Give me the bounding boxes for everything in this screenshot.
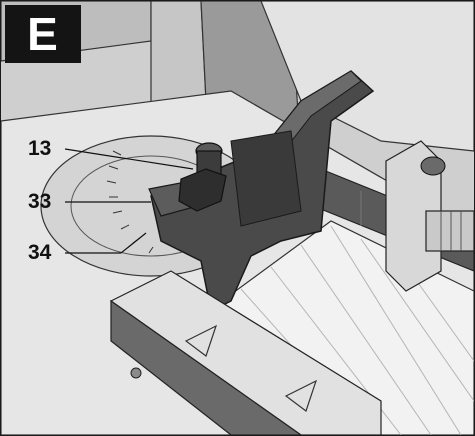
callout-34: 34 — [28, 241, 52, 264]
callout-13: 13 — [28, 137, 52, 160]
triangle-marking-2 — [284, 379, 318, 412]
section-label: E — [5, 5, 81, 63]
triangle-marking-1 — [184, 324, 218, 357]
extension-arm-side — [110, 299, 303, 435]
leader-line-34-b — [120, 232, 147, 254]
screw-icon — [130, 367, 142, 379]
housing-top-right — [260, 1, 474, 152]
clamp-assembly — [385, 140, 474, 292]
callout-33: 33 — [28, 190, 52, 213]
mitre-holder-inner — [230, 130, 302, 227]
leader-line-13 — [64, 148, 194, 170]
mitre-lock-knob-icon — [178, 142, 227, 212]
